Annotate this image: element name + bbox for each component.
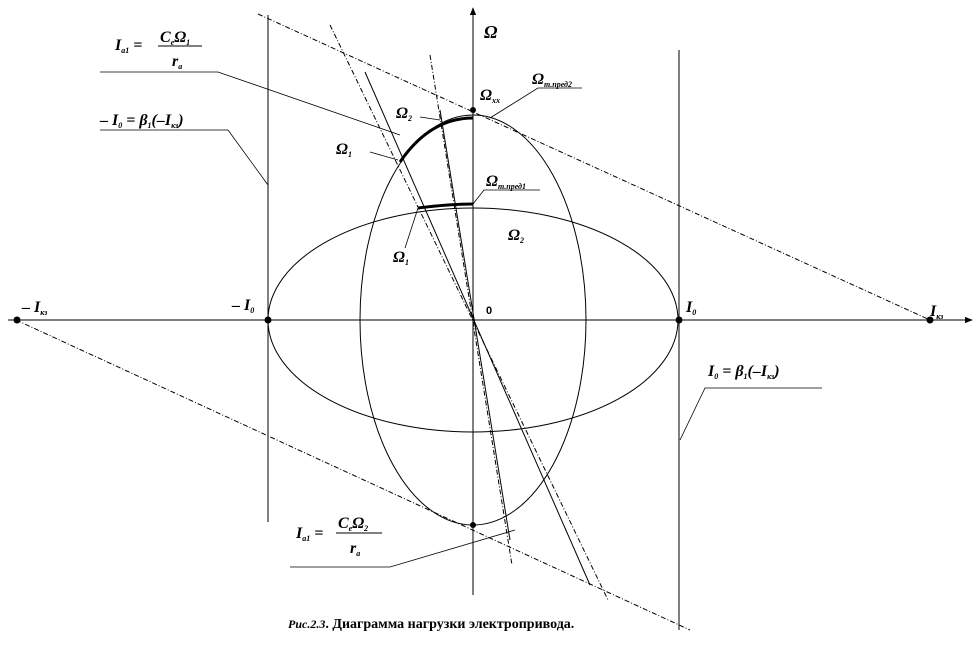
point-i0	[675, 316, 683, 324]
point-minus-i0	[264, 316, 272, 324]
minus-i0-label: – I0	[231, 297, 254, 315]
leader-omega-pred2	[489, 87, 582, 119]
point-omega-xx	[470, 107, 476, 113]
formula-minus-i0: – I0 = β1(–Iкз)	[99, 112, 184, 130]
origin-label: 0	[486, 305, 492, 317]
svg-text:Iа1=: Iа1=	[295, 525, 323, 543]
leader-minus-i0-eq	[100, 129, 269, 186]
upper-boundary-line	[257, 13, 931, 321]
leader-ia1-top	[100, 71, 401, 136]
omega-pred1-label: Ωт.пред1	[486, 173, 526, 191]
omega1-inner-label: Ω1	[393, 249, 409, 267]
leader-omega1-top	[369, 151, 399, 161]
inner-thick-arc	[417, 202, 474, 210]
omega-xx-label: Ωхх	[480, 87, 500, 105]
omega2-top-label: Ω2	[396, 105, 412, 123]
upper-thick-arc	[398, 116, 474, 163]
svg-text:rа: rа	[172, 53, 182, 71]
point-bottom	[470, 522, 476, 528]
omega2-load-line	[439, 109, 511, 541]
minus-ikz-label: – Iкз	[21, 299, 47, 317]
leader-omega-pred1	[472, 189, 540, 205]
figure-caption: Рис.2.3. Диаграмма нагрузки электроприво…	[288, 617, 574, 632]
svg-text:– I0 = β1(–Iкз): – I0 = β1(–Iкз)	[99, 112, 184, 130]
omega2-inner-label: Ω2	[508, 227, 524, 245]
leader-omega1-inner	[404, 207, 419, 249]
near-vertical-dashed-line	[429, 54, 513, 566]
omega1-load-line	[364, 71, 591, 586]
omega1-top-label: Ω1	[336, 141, 352, 159]
point-minus-ikz	[13, 316, 21, 324]
leader-i0-eq	[679, 387, 822, 441]
svg-text:CеΩ2: CеΩ2	[338, 515, 368, 533]
svg-text:CеΩ1: CеΩ1	[160, 29, 190, 47]
leader-omega2-top	[419, 116, 441, 121]
formula-ia1-bottom: Iа1= CеΩ2 rа	[295, 515, 382, 558]
svg-text:I0 = β1(–Iкз): I0 = β1(–Iкз)	[707, 363, 780, 381]
ikz-label: Iкз	[929, 303, 943, 321]
formula-ia1-top: Iа1= CеΩ1 rа	[114, 29, 202, 71]
svg-text:rа: rа	[350, 540, 360, 558]
i0-label: I0	[685, 299, 696, 317]
formula-i0: I0 = β1(–Iкз)	[707, 363, 780, 381]
svg-text:Iа1=: Iа1=	[114, 37, 142, 55]
lower-boundary-line	[15, 319, 691, 631]
omega-pred2-label: Ωт.пред2	[532, 71, 572, 89]
point-ikz	[926, 316, 934, 324]
omega-axis-label: Ω	[484, 22, 498, 42]
leader-ia1-bottom	[290, 529, 516, 568]
steep-dashed-line	[329, 24, 609, 601]
